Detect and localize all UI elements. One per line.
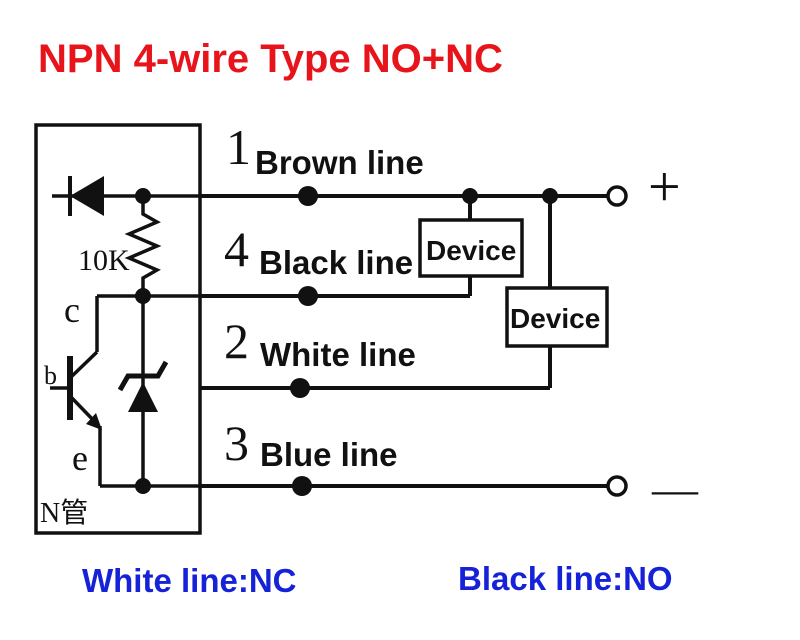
black-wire-dot: [298, 286, 318, 306]
emitter-label: e: [72, 438, 88, 478]
wire-number: 4: [224, 221, 249, 277]
junction-dot: [135, 478, 151, 494]
sensor-housing: [34, 123, 202, 535]
wire-label: Blue line: [260, 436, 398, 473]
base-label: b: [44, 361, 57, 390]
diode-icon: [68, 176, 104, 216]
wire-number: 1: [226, 119, 251, 175]
collector-label: c: [64, 290, 80, 330]
device-label: Device: [510, 303, 600, 334]
zener-diode-icon: [117, 360, 169, 412]
resistor-label: 10K: [78, 244, 130, 277]
transistor-type-label: N管: [40, 497, 88, 529]
diagram-title: NPN 4-wire Type NO+NC: [38, 37, 503, 81]
resistor-icon: [124, 196, 162, 296]
device-box: [505, 286, 609, 348]
brown-wire-dot: [298, 186, 318, 206]
device-label: Device: [426, 235, 516, 266]
blue-wire-dot: [292, 476, 312, 496]
positive-terminal: [606, 185, 628, 207]
negative-sign: —: [651, 463, 699, 514]
device-box: [418, 218, 524, 278]
white-wire-dot: [290, 378, 310, 398]
wire-label: Brown line: [255, 144, 424, 181]
negative-terminal: [606, 475, 628, 497]
wire-label: Black line: [259, 244, 413, 281]
nc-note: White line:NC: [82, 562, 296, 599]
wire-number: 2: [224, 313, 249, 369]
npn-transistor-icon: [50, 296, 102, 486]
wire-label: White line: [260, 336, 416, 373]
positive-sign: +: [648, 154, 681, 219]
no-note: Black line:NO: [458, 560, 673, 597]
wire-number: 3: [224, 415, 249, 471]
